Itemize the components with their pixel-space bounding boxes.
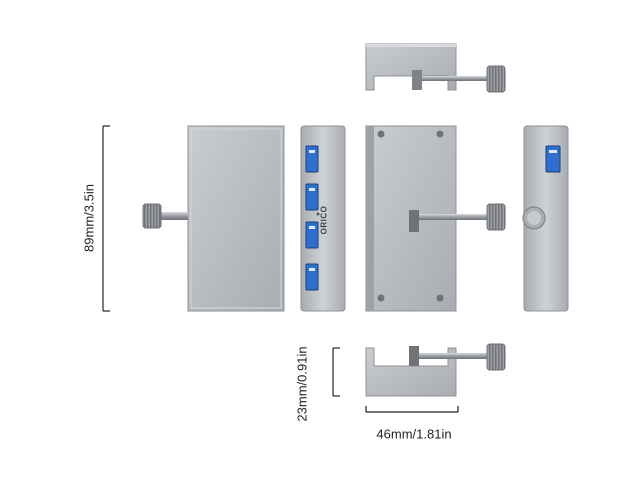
height-dimension-line — [102, 125, 110, 312]
depth-dimension-label: 23mm/0.91in — [294, 346, 310, 422]
depth-dimension-line — [332, 347, 340, 397]
side-view-clamp — [365, 125, 506, 312]
top-view-clamp — [365, 43, 506, 93]
front-view-usb-ports — [300, 125, 346, 312]
back-view — [142, 125, 285, 312]
height-dimension-label: 89mm/3.5in — [81, 184, 97, 252]
right-view-single-port — [522, 125, 569, 312]
brand-logo-text: ORICO — [319, 205, 329, 235]
width-dimension-label: 46mm/1.81in — [376, 426, 452, 442]
bottom-view-clamp — [365, 343, 506, 397]
width-dimension-line — [365, 406, 459, 413]
